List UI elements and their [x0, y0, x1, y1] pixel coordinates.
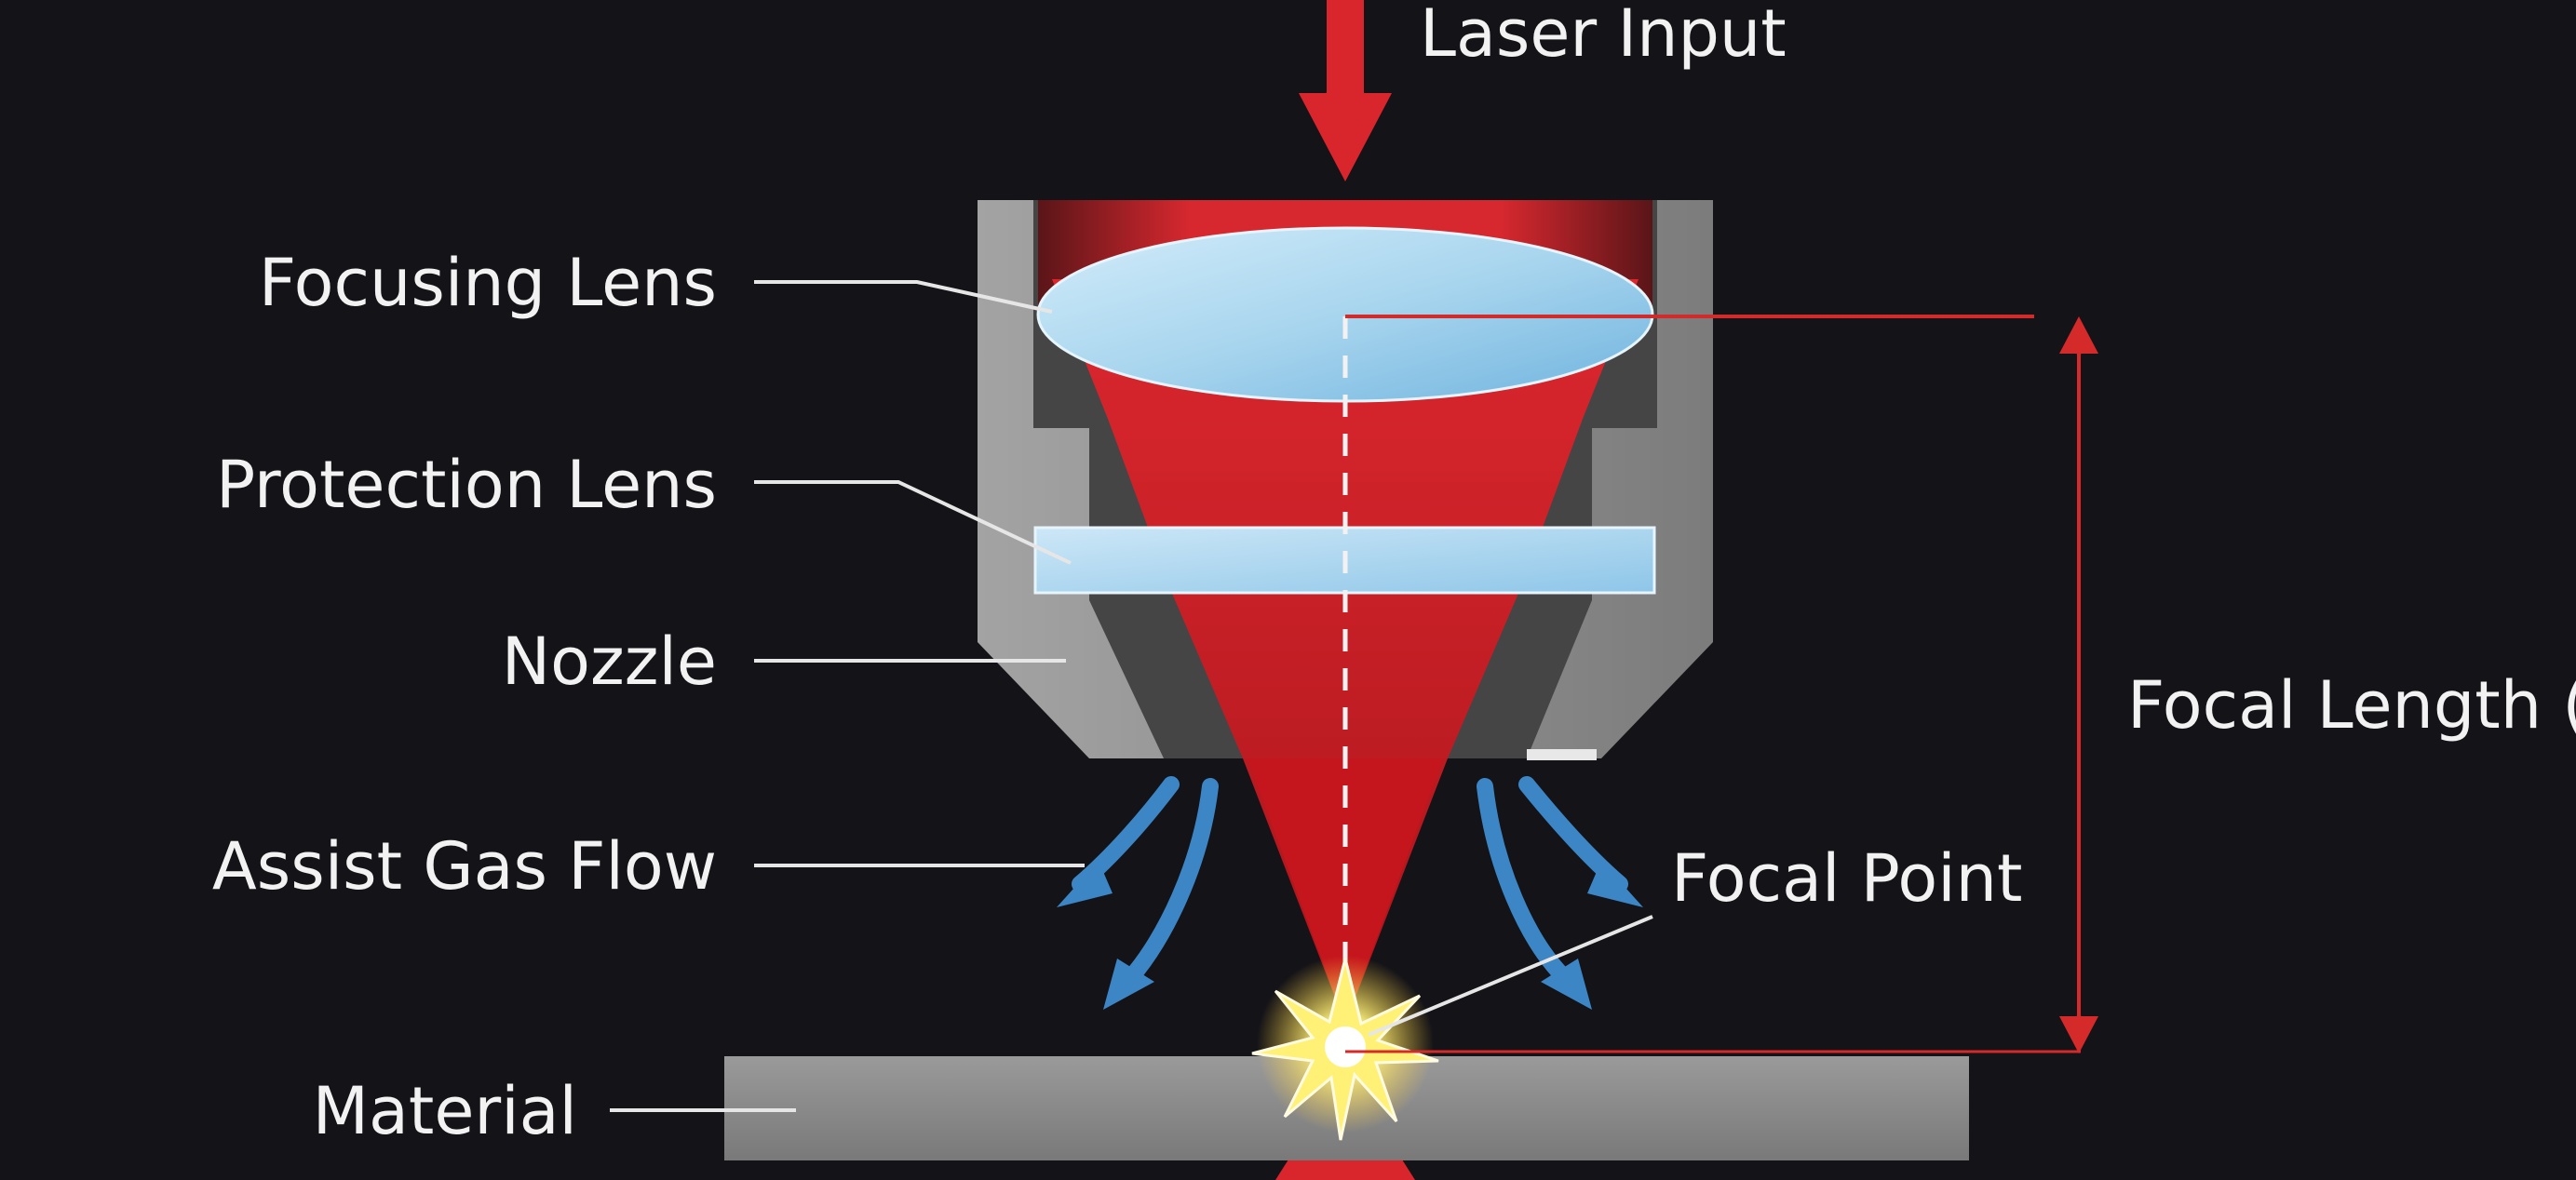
- label-focusing-lens: Focusing Lens: [259, 245, 717, 321]
- label-laser-input: Laser Input: [1420, 0, 1787, 72]
- focal-length-dimension: [1345, 315, 2098, 1053]
- gas-arrow-left-inner-icon: [1103, 778, 1219, 1010]
- gas-arrow-right-inner-icon: [1477, 778, 1592, 1010]
- arrow-up-icon: [2059, 316, 2098, 354]
- label-nozzle: Nozzle: [502, 624, 717, 700]
- protection-lens-leader: [754, 480, 1072, 565]
- focusing-lens-leader: [754, 280, 1053, 314]
- label-focal-point: Focal Point: [1671, 840, 2022, 917]
- focal-point-leader: [1368, 915, 1653, 1037]
- gas-arrow-right-outer-icon: [1518, 776, 1643, 907]
- leader-lines: [610, 280, 1653, 1112]
- label-assist-gas-flow: Assist Gas Flow: [212, 828, 717, 905]
- assist-gas-arrows: [1057, 776, 1643, 1010]
- label-focal-length: Focal Length (f): [2127, 667, 2576, 744]
- laser-input-arrow-icon: [1299, 0, 1392, 181]
- arrow-down-icon: [2059, 1016, 2098, 1053]
- label-protection-lens: Protection Lens: [216, 447, 717, 523]
- gas-arrow-left-outer-icon: [1057, 776, 1180, 907]
- label-material: Material: [313, 1073, 577, 1149]
